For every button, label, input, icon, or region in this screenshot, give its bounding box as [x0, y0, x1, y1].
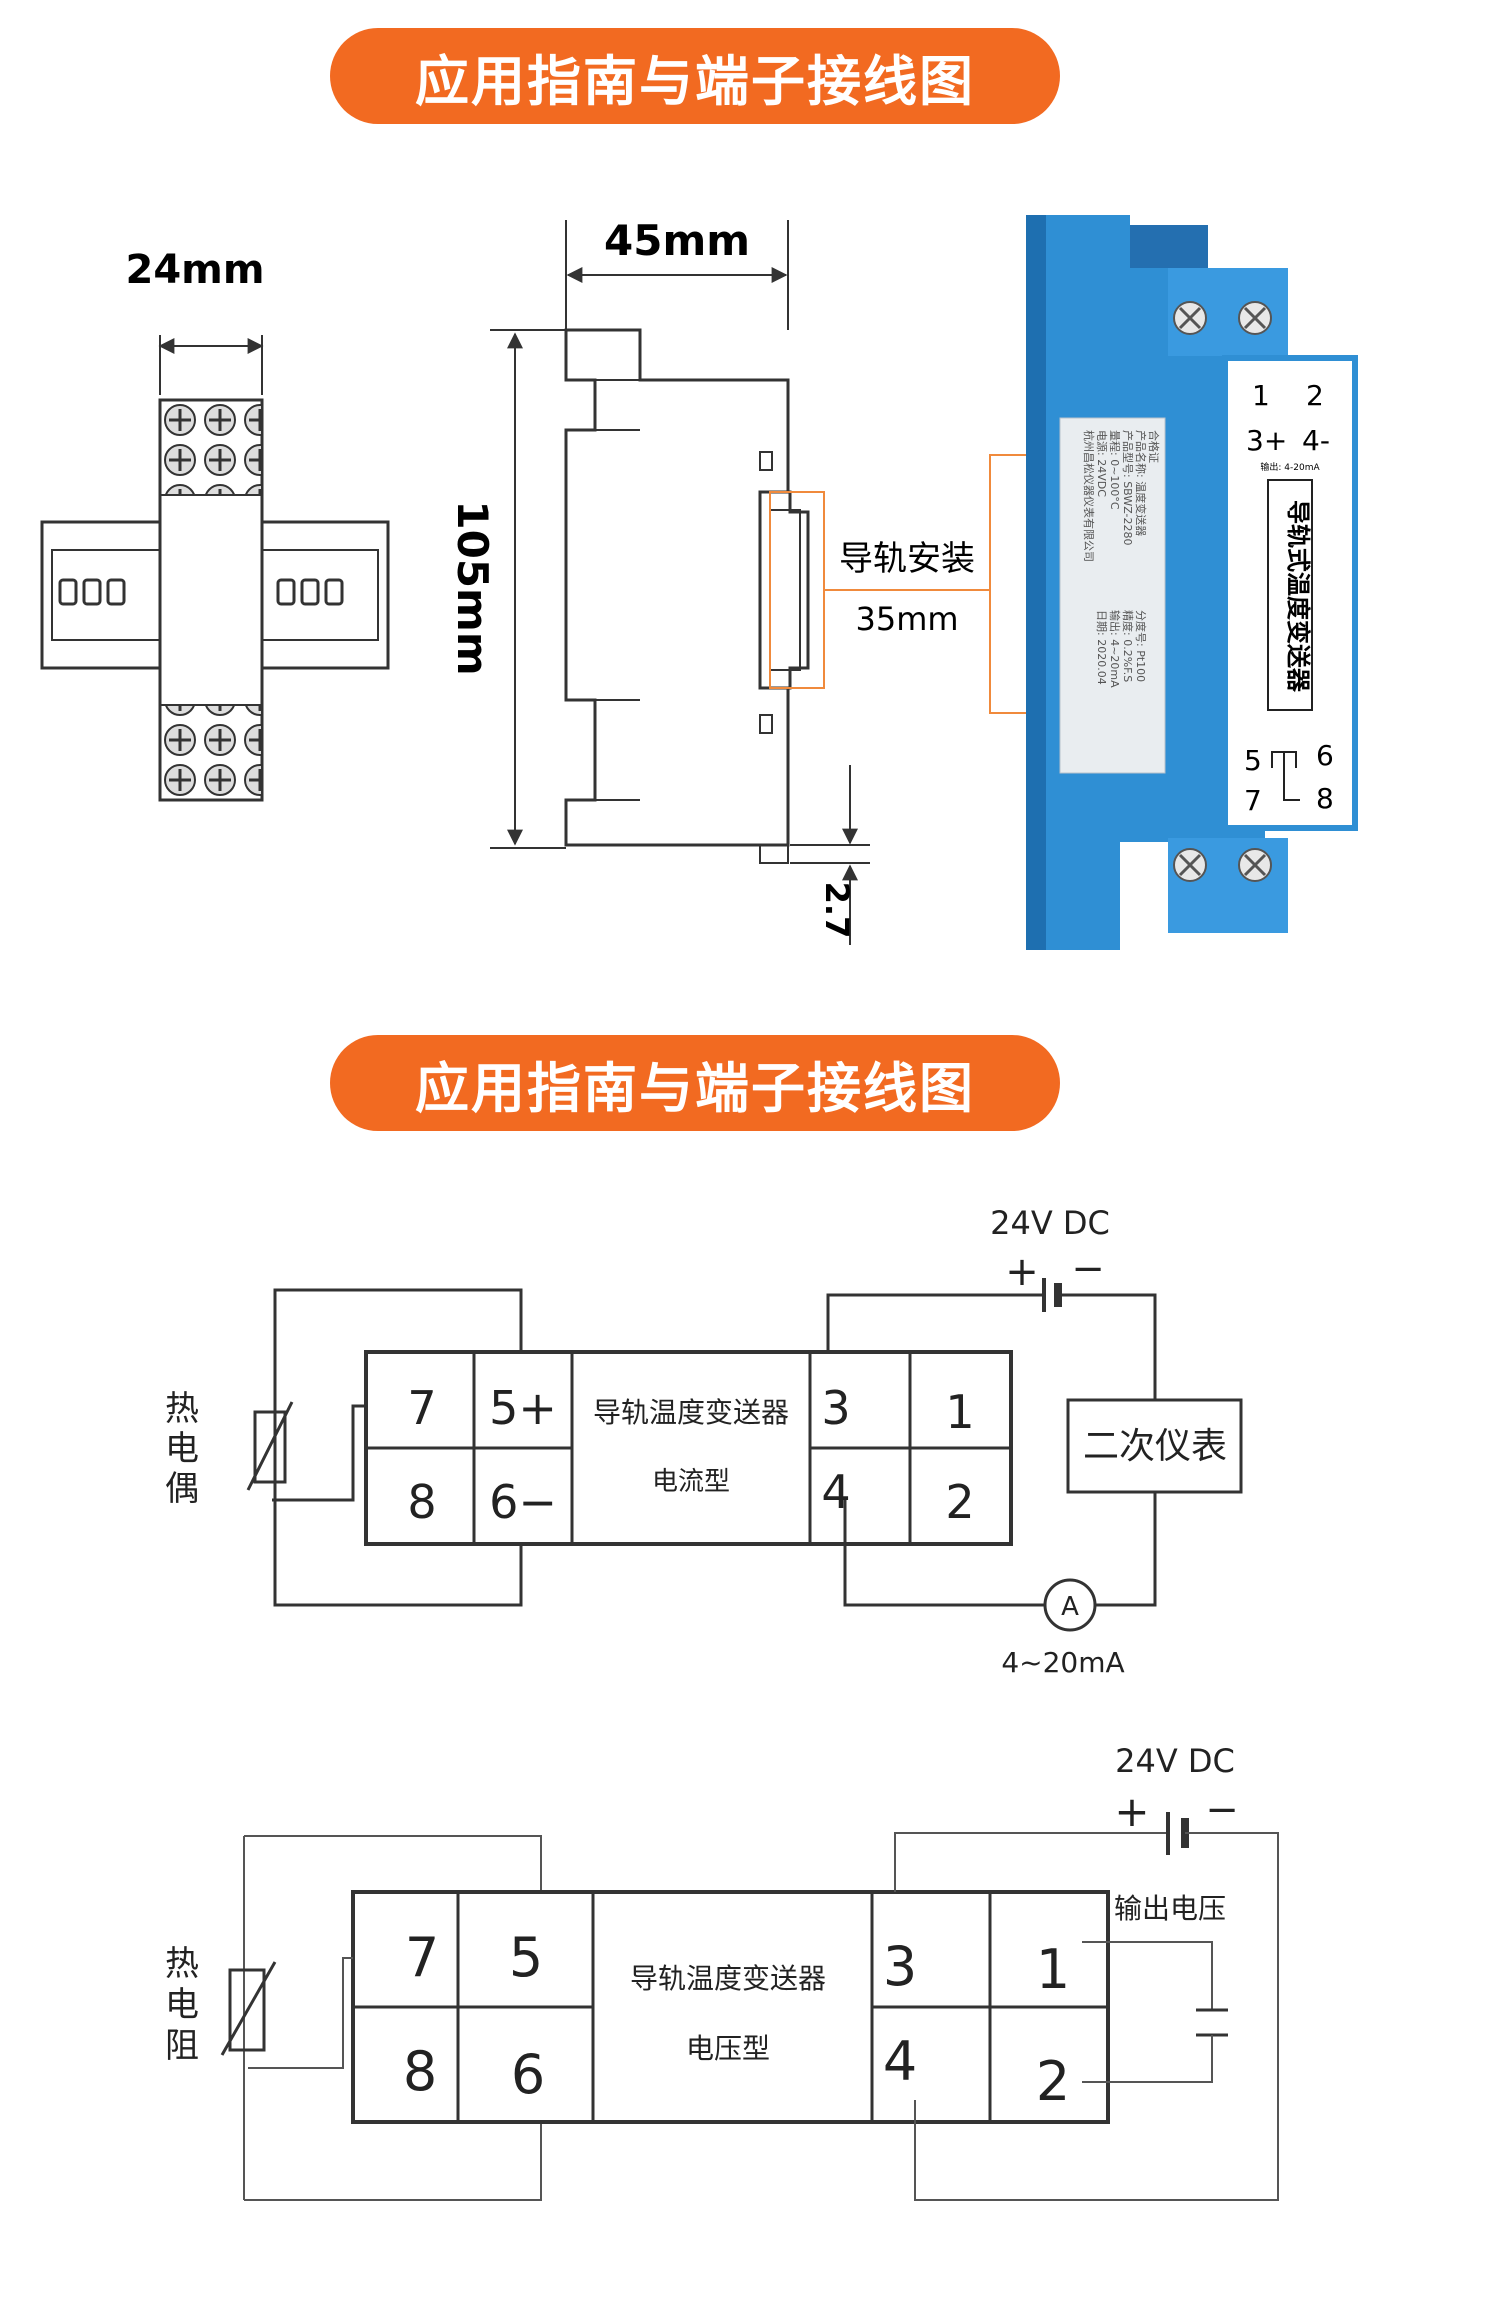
side-view-drawing: 45mm 105mm 2.7 导轨安装 35mm [448, 216, 1047, 945]
section-banner-mounting: 应用指南与端子接线图 [330, 28, 1060, 124]
svg-text:输出: 4~20mA: 输出: 4~20mA [1108, 610, 1122, 688]
svg-text:−: − [1071, 1246, 1105, 1292]
device-terminal-8: 8 [1316, 782, 1334, 815]
svg-text:导轨温度变送器: 导轨温度变送器 [593, 1396, 789, 1429]
height-dimension-label: 105mm [448, 500, 497, 675]
svg-text:3: 3 [821, 1381, 850, 1435]
svg-text:7: 7 [405, 1926, 439, 1989]
wiring-diagram-current [246, 1278, 1243, 1632]
rail-mount-label: 导轨安装 [839, 539, 975, 579]
rail-slot-icons [58, 578, 344, 606]
svg-text:偶: 偶 [165, 1469, 199, 1509]
svg-text:1: 1 [1036, 1938, 1070, 2001]
svg-text:4~20mA: 4~20mA [1001, 1646, 1124, 1679]
device-name: 导轨式温度变送器 [1284, 500, 1312, 693]
svg-text:8: 8 [407, 1475, 436, 1529]
svg-text:+: + [1114, 1787, 1149, 1836]
svg-text:2: 2 [1036, 2050, 1070, 2113]
device-terminal-3: 3+ [1246, 424, 1287, 457]
device-side-label: 合格证 产品名称: 温度变送器 产品型号: SBWZ-2280 量程: 0~10… [1082, 430, 1161, 688]
svg-text:热: 热 [165, 1944, 199, 1984]
device-illustration: 合格证 产品名称: 温度变送器 产品型号: SBWZ-2280 量程: 0~10… [1026, 215, 1358, 950]
svg-text:分度号: Pt100: 分度号: Pt100 [1134, 610, 1148, 682]
rail-size-label: 35mm [855, 600, 958, 638]
front-view-drawing: 24mm [40, 247, 390, 802]
svg-text:量程: 0~100°C: 量程: 0~100°C [1108, 430, 1121, 510]
svg-text:热: 热 [165, 1389, 199, 1429]
svg-text:4: 4 [821, 1465, 850, 1519]
svg-text:5+: 5+ [489, 1381, 557, 1435]
svg-text:精度: 0.2%F.S: 精度: 0.2%F.S [1121, 610, 1135, 682]
device-terminal-4: 4- [1302, 424, 1330, 457]
wiring-diagram-voltage-labels: 24V DC + − 热 电 阻 7 8 5 6 导轨温度变送器 电压型 3 4… [165, 1742, 1239, 2113]
svg-text:A: A [1061, 1592, 1079, 1622]
svg-text:电源: 24VDC: 电源: 24VDC [1095, 430, 1109, 497]
svg-text:电: 电 [165, 1429, 199, 1469]
svg-text:24V DC: 24V DC [990, 1204, 1110, 1242]
svg-text:4: 4 [883, 2030, 917, 2093]
svg-text:−: − [1205, 1787, 1239, 1833]
device-terminal-1: 1 [1252, 379, 1270, 412]
device-terminal-2: 2 [1306, 379, 1324, 412]
svg-text:8: 8 [403, 2040, 437, 2103]
device-output-note: 输出: 4-20mA [1260, 461, 1320, 473]
width-dimension-label: 24mm [125, 247, 264, 293]
svg-text:7: 7 [407, 1381, 436, 1435]
svg-text:二次仪表: 二次仪表 [1083, 1426, 1227, 1467]
svg-text:24V DC: 24V DC [1115, 1742, 1235, 1780]
clearance-label: 2.7 [818, 882, 856, 939]
device-terminal-7: 7 [1244, 784, 1262, 817]
svg-text:1: 1 [945, 1385, 974, 1439]
wiring-diagram-voltage [220, 1812, 1279, 2201]
svg-text:导轨温度变送器: 导轨温度变送器 [630, 1962, 826, 1995]
device-terminal-6: 6 [1316, 739, 1334, 772]
wiring-diagram-current-labels: 24V DC + − 热 电 偶 7 8 5+ 6− 导轨温度变送器 电流型 3… [165, 1204, 1227, 1679]
section-banner-wiring: 应用指南与端子接线图 [330, 1035, 1060, 1131]
svg-text:+: + [1005, 1249, 1039, 1295]
svg-text:6−: 6− [489, 1475, 557, 1529]
svg-text:电: 电 [165, 1985, 199, 2025]
svg-text:电流型: 电流型 [652, 1467, 730, 1497]
svg-text:电压型: 电压型 [686, 2032, 770, 2065]
svg-text:3: 3 [883, 1935, 917, 1998]
depth-dimension-label: 45mm [604, 216, 750, 265]
svg-text:合格证: 合格证 [1147, 430, 1161, 463]
svg-text:5: 5 [509, 1926, 543, 1989]
svg-text:产品名称: 温度变送器: 产品名称: 温度变送器 [1134, 430, 1148, 536]
device-terminal-5: 5 [1244, 744, 1262, 777]
svg-text:产品型号: SBWZ-2280: 产品型号: SBWZ-2280 [1121, 430, 1135, 546]
svg-text:阻: 阻 [165, 2026, 199, 2066]
svg-text:2: 2 [945, 1475, 974, 1529]
svg-text:6: 6 [511, 2043, 545, 2106]
svg-text:日期: 2020.04: 日期: 2020.04 [1095, 610, 1108, 685]
svg-text:杭州昌松仪器仪表有限公司: 杭州昌松仪器仪表有限公司 [1082, 430, 1096, 562]
svg-text:输出电压: 输出电压 [1114, 1892, 1226, 1925]
